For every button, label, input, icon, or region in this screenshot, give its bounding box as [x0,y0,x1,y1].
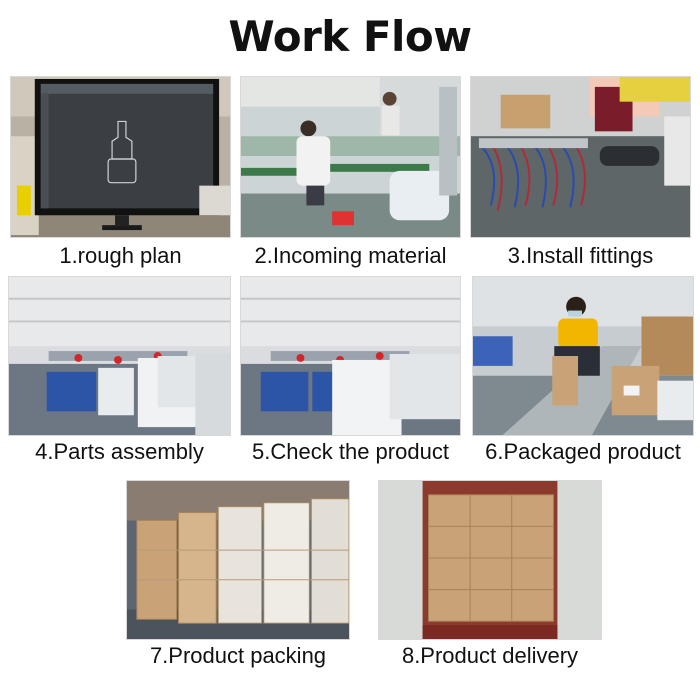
step-caption: 5.Check the product [252,439,449,464]
step-caption: 3.Install fittings [507,243,654,268]
step-caption: 2.Incoming material [254,243,447,268]
product-delivery-photo [378,480,602,640]
step-caption: 1.rough plan [59,243,182,268]
check-product-photo [240,276,461,436]
product-packing-photo [126,480,350,640]
packaged-product-photo [472,276,694,436]
step-caption: 8.Product delivery [401,643,579,668]
rough-plan-photo [10,76,231,238]
install-fittings-photo [470,76,691,238]
page-title: Work Flow [228,12,472,61]
incoming-material-photo [240,76,461,238]
step-caption: 4.Parts assembly [35,439,204,464]
step-caption: 6.Packaged product [485,439,681,464]
parts-assembly-photo [8,276,231,436]
step-caption: 7.Product packing [149,643,327,668]
